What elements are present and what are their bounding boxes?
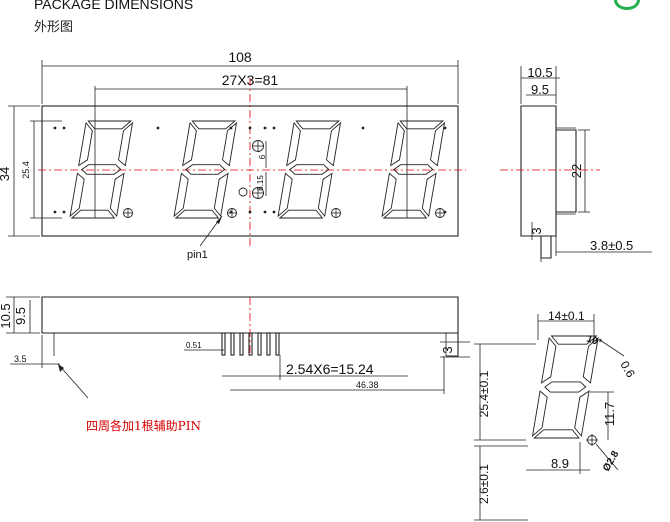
digit-segment bbox=[544, 381, 587, 393]
digit-segment bbox=[550, 335, 598, 345]
base-width-label: 8.9 bbox=[551, 456, 569, 471]
digit-segment bbox=[532, 429, 580, 439]
digit-segment bbox=[173, 172, 189, 218]
pin-width-label: 0.51 bbox=[186, 341, 202, 350]
digit-segment bbox=[277, 172, 293, 218]
pin-length-label: 3.8±0.5 bbox=[590, 238, 633, 253]
digit-segment bbox=[182, 121, 197, 167]
digit-segment bbox=[430, 121, 446, 167]
slant-angle-label: 10° bbox=[585, 333, 603, 349]
auxiliary-pin-note: 四周各加1根辅助PIN bbox=[86, 418, 201, 433]
digit-segment bbox=[222, 121, 238, 167]
digit-segment bbox=[531, 390, 548, 438]
digit-segment bbox=[87, 120, 133, 130]
digit-segment bbox=[582, 336, 599, 384]
digit-segment bbox=[118, 121, 134, 167]
bottom-depth-outer-label: 10.5 bbox=[0, 303, 13, 328]
display-digit bbox=[69, 120, 134, 219]
pin bbox=[248, 332, 253, 356]
pin-stub-label: 3 bbox=[440, 346, 455, 353]
digit-segment bbox=[540, 336, 557, 384]
pin-span-label: 46.38 bbox=[356, 380, 379, 390]
side-height-label: 22 bbox=[569, 164, 584, 178]
page-title: PACKAGE DIMENSIONS bbox=[34, 0, 194, 12]
digit-height-label: 25.4±0.1 bbox=[477, 370, 491, 417]
pin1-label: pin1 bbox=[187, 249, 208, 261]
pin bbox=[275, 332, 280, 356]
digit-segment bbox=[81, 164, 122, 175]
pin bbox=[266, 332, 271, 356]
digit-segment bbox=[174, 209, 220, 219]
side-depth-outer-label: 10.5 bbox=[527, 65, 552, 80]
segment-width-label: 0.6 bbox=[617, 359, 638, 381]
bottom-offset-label: 2.6±0.1 bbox=[477, 464, 491, 504]
digit-segment bbox=[289, 164, 330, 175]
digit-segment bbox=[213, 172, 229, 218]
display-digit bbox=[381, 120, 446, 219]
edge-offset-label: 3.5 bbox=[14, 354, 27, 364]
side-depth-inner-label: 9.5 bbox=[531, 82, 549, 97]
front-view: 108 27X3=81 34 25.4 bbox=[0, 49, 466, 261]
display-digit bbox=[277, 120, 342, 219]
height-label: 34 bbox=[0, 167, 12, 181]
digit-segment bbox=[382, 209, 428, 219]
digit-segment bbox=[278, 209, 324, 219]
digit-width-label: 14±0.1 bbox=[548, 309, 585, 323]
digit-detail: 14±0.1 10° 0.6 25.4±0.1 11.7 8.9 Ø2.8 2.… bbox=[474, 309, 638, 521]
side-step-label: 3 bbox=[529, 227, 544, 234]
digit-segment bbox=[574, 390, 590, 438]
digit-segment bbox=[381, 172, 397, 218]
overall-width-label: 108 bbox=[228, 49, 252, 65]
digit-segment bbox=[393, 164, 434, 175]
seg-height-label: 6.15 bbox=[256, 175, 265, 191]
digit-segment bbox=[78, 121, 93, 167]
dp-diameter-label: Ø2.8 bbox=[601, 449, 622, 474]
digit-segment bbox=[390, 121, 405, 167]
digit-segment bbox=[286, 121, 301, 167]
pin bbox=[257, 332, 262, 356]
bottom-depth-inner-label: 9.5 bbox=[13, 307, 28, 325]
inner-height-label: 25.4 bbox=[21, 161, 31, 179]
digit-segment bbox=[295, 120, 341, 130]
digit-segment bbox=[70, 209, 116, 219]
digit-segment bbox=[399, 120, 445, 130]
digit-segment bbox=[421, 172, 437, 218]
pin bbox=[239, 332, 244, 356]
pin bbox=[230, 332, 235, 356]
side-view: 10.5 9.5 22 3 3.8±0.5 bbox=[500, 65, 652, 262]
pin bbox=[221, 332, 226, 356]
side-body-outline bbox=[520, 105, 557, 237]
digit-segment bbox=[185, 164, 226, 175]
bottom-view: 10.5 9.5 3.5 0.51 2.54X6=15.24 46.38 3 四… bbox=[0, 296, 470, 433]
digit-segment bbox=[109, 172, 125, 218]
digit-segment bbox=[317, 172, 333, 218]
seg-offset-label: 6 bbox=[258, 154, 267, 159]
half-height-label: 11.7 bbox=[602, 402, 617, 426]
pin-pitch-label: 2.54X6=15.24 bbox=[286, 361, 374, 377]
digit-segment bbox=[326, 121, 342, 167]
digit-segment bbox=[69, 172, 85, 218]
page-subtitle: 外形图 bbox=[34, 20, 74, 35]
display-digit bbox=[173, 120, 238, 219]
digit-segment bbox=[191, 120, 237, 130]
